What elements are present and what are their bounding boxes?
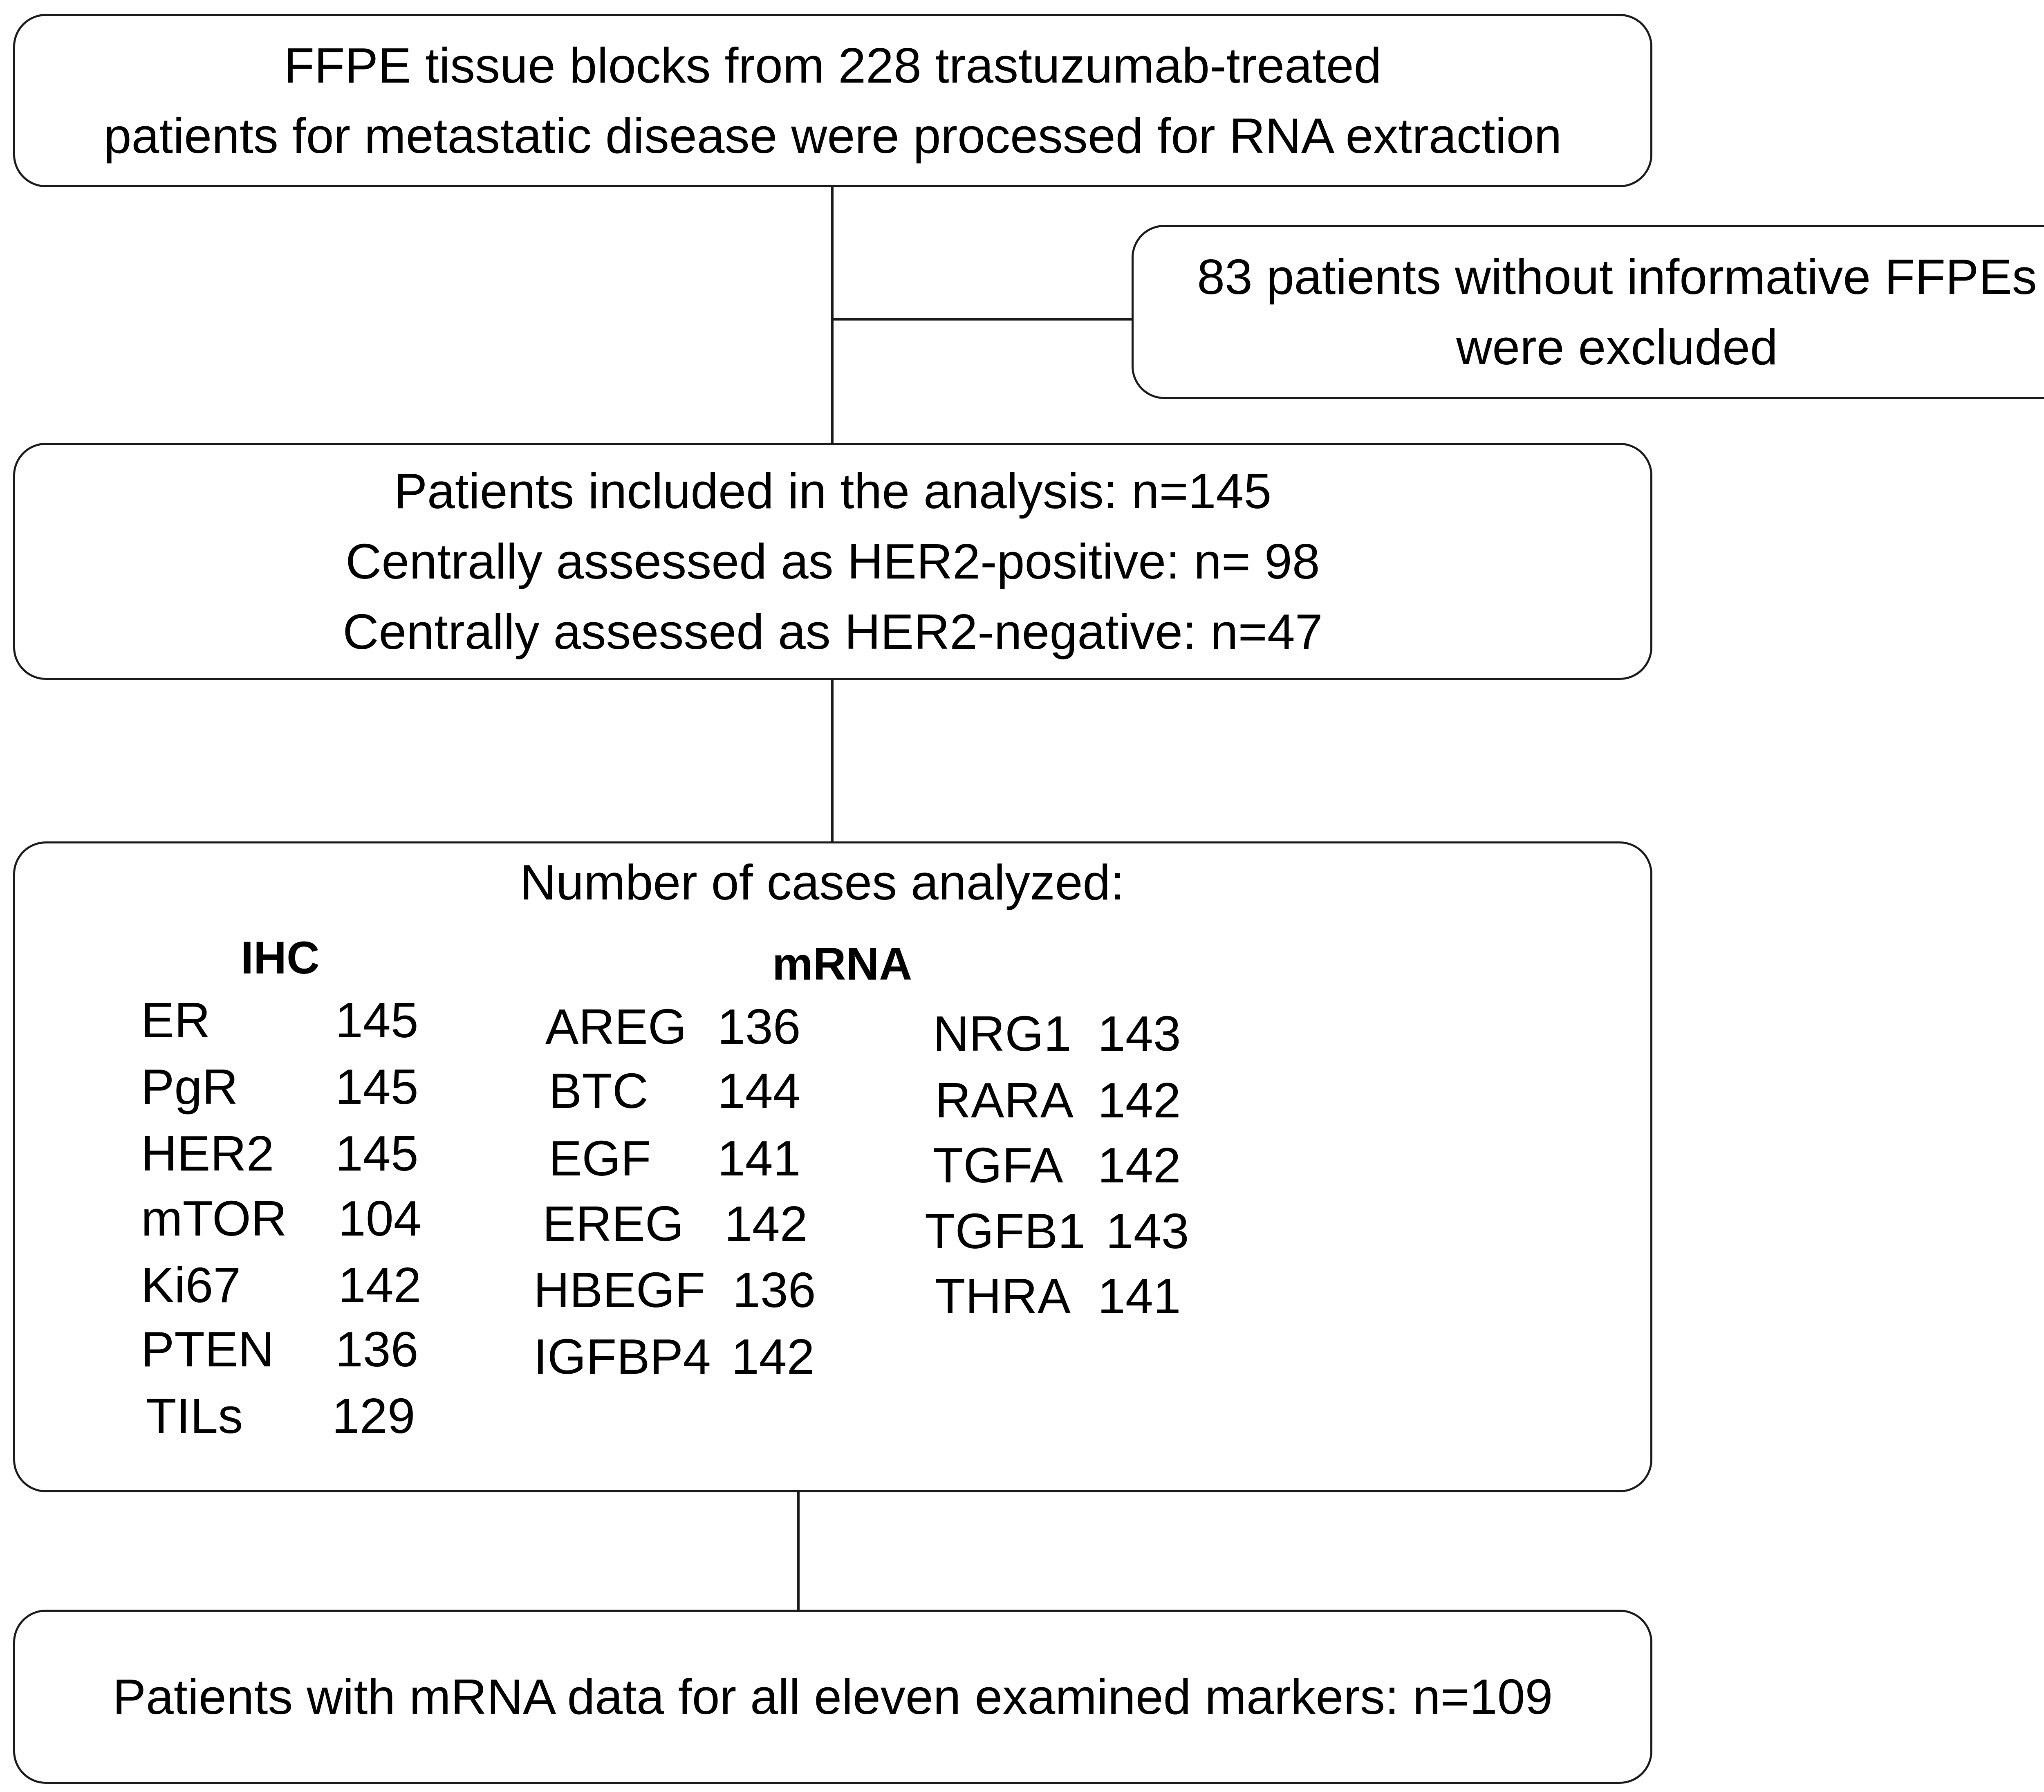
ihc-count: 104 <box>338 1191 421 1246</box>
mrna-count: 143 <box>1098 1006 1181 1061</box>
start-box: FFPE tissue blocks from 228 trastuzumab-… <box>13 14 1652 187</box>
mrna-marker: TGFA <box>933 1137 1063 1193</box>
mrna-marker: BTC <box>549 1063 648 1119</box>
connector-cases-to-final <box>797 1492 800 1610</box>
ihc-marker: TILs <box>146 1388 243 1444</box>
connector-branch-to-excluded <box>834 318 1132 321</box>
cases-analyzed-box: Number of cases analyzed: IHC mRNA ER 14… <box>13 841 1652 1492</box>
mrna-marker: EREG <box>542 1196 684 1251</box>
included-line: Centrally assessed as HER2-positive: n= … <box>345 534 1320 589</box>
ihc-heading: IHC <box>241 932 320 983</box>
mrna-count: 143 <box>1106 1203 1189 1259</box>
included-line: Centrally assessed as HER2-negative: n=4… <box>343 604 1323 659</box>
excluded-line: were excluded <box>1456 319 1778 375</box>
ihc-marker: ER <box>141 992 211 1048</box>
ihc-count: 142 <box>338 1257 421 1313</box>
included-box: Patients included in the analysis: n=145… <box>13 443 1652 680</box>
mrna-marker: EGF <box>549 1130 651 1186</box>
mrna-count: 142 <box>1098 1072 1181 1128</box>
mrna-marker: TGFB1 <box>925 1203 1086 1259</box>
connector-start-to-included <box>831 187 834 443</box>
ihc-count: 145 <box>335 992 419 1048</box>
mrna-marker: RARA <box>935 1072 1074 1128</box>
start-line: FFPE tissue blocks from 228 trastuzumab-… <box>284 38 1382 93</box>
ihc-count: 136 <box>335 1321 419 1377</box>
mrna-heading: mRNA <box>772 938 912 989</box>
ihc-count: 129 <box>332 1388 415 1444</box>
mrna-count: 142 <box>724 1196 808 1251</box>
mrna-marker: HBEGF <box>533 1262 706 1318</box>
start-line: patients for metastatic disease were pro… <box>103 108 1562 164</box>
excluded-line: 83 patients without informative FFPEs <box>1197 249 2037 305</box>
mrna-count: 144 <box>717 1063 801 1119</box>
mrna-count: 136 <box>717 999 801 1054</box>
ihc-count: 145 <box>335 1126 419 1181</box>
ihc-marker: Ki67 <box>141 1257 241 1313</box>
mrna-count: 141 <box>717 1130 801 1186</box>
ihc-marker: HER2 <box>141 1126 274 1181</box>
ihc-marker: PgR <box>141 1059 238 1115</box>
mrna-marker: IGFBP4 <box>533 1329 711 1384</box>
ihc-marker: mTOR <box>141 1191 287 1246</box>
mrna-count: 142 <box>731 1329 815 1384</box>
included-line: Patients included in the analysis: n=145 <box>394 463 1272 519</box>
mrna-marker: NRG1 <box>933 1006 1071 1061</box>
excluded-box: 83 patients without informative FFPEs we… <box>1132 225 2044 399</box>
cases-title: Number of cases analyzed: <box>520 855 1125 910</box>
connector-included-to-cases <box>831 680 834 841</box>
mrna-count: 136 <box>733 1262 816 1318</box>
final-line: Patients with mRNA data for all eleven e… <box>112 1669 1553 1725</box>
mrna-marker: AREG <box>545 999 687 1054</box>
mrna-marker: THRA <box>935 1268 1071 1324</box>
ihc-count: 145 <box>335 1059 419 1115</box>
final-box: Patients with mRNA data for all eleven e… <box>13 1610 1652 1784</box>
mrna-count: 142 <box>1098 1137 1181 1193</box>
ihc-marker: PTEN <box>141 1321 274 1377</box>
mrna-count: 141 <box>1098 1268 1181 1324</box>
